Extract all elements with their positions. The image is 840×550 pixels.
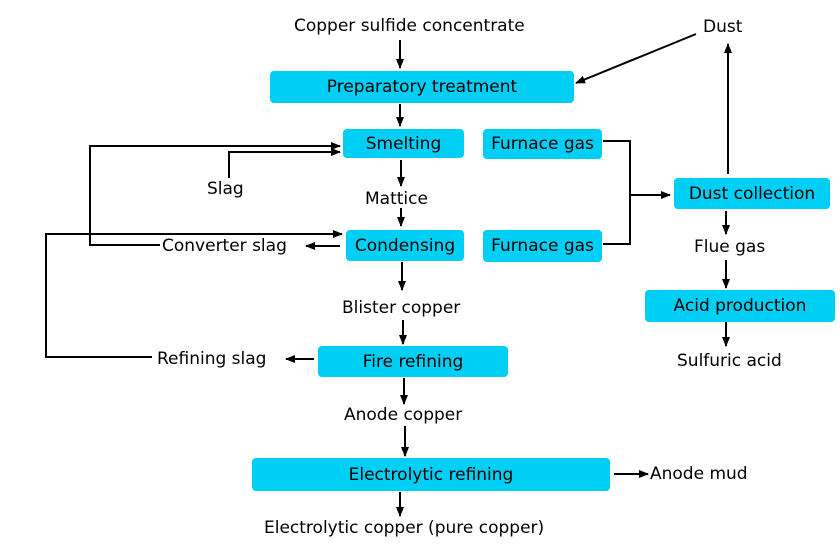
process-label: Furnace gas [491, 134, 594, 154]
process-acid-production: Acid production [645, 290, 835, 322]
arrow-refining-slag-to-condensing [45, 230, 343, 358]
material-sulfuric-acid: Sulfuric acid [677, 351, 782, 371]
material-slag: Slag [207, 179, 244, 199]
process-furnace-gas-smelting: Furnace gas [483, 129, 602, 159]
material-anode-copper: Anode copper [344, 405, 463, 425]
process-label: Condensing [354, 235, 456, 256]
arrow-converter-slag-to-smelting [89, 142, 341, 246]
material-anode-mud: Anode mud [650, 464, 748, 484]
process-label: Preparatory treatment [326, 77, 518, 97]
material-input: Copper sulfide concentrate [294, 16, 525, 36]
material-mattice: Mattice [365, 189, 428, 209]
process-smelting: Smelting [343, 129, 464, 158]
process-label: Electrolytic refining [348, 464, 514, 485]
material-dust: Dust [703, 17, 743, 37]
material-refining-slag: Refining slag [157, 349, 267, 369]
line-furnace-gas-1 [603, 140, 631, 245]
process-label: Fire refining [362, 351, 464, 372]
material-flue-gas: Flue gas [694, 237, 766, 257]
material-output: Electrolytic copper (pure copper) [264, 518, 545, 538]
process-dust-collection: Dust collection [674, 178, 830, 209]
arrow-dust-to-preparatory [575, 33, 697, 84]
material-converter-slag: Converter slag [162, 236, 287, 256]
process-label: Acid production [673, 296, 807, 316]
process-electrolytic-refining: Electrolytic refining [252, 458, 610, 491]
arrow-slag-to-smelting [228, 148, 341, 178]
process-label: Dust collection [688, 183, 816, 204]
process-preparatory-treatment: Preparatory treatment [270, 71, 574, 103]
process-label: Furnace gas [491, 236, 594, 256]
process-condensing: Condensing [346, 230, 464, 261]
process-fire-refining: Fire refining [318, 346, 508, 377]
process-label: Smelting [365, 133, 442, 154]
process-furnace-gas-condensing: Furnace gas [483, 230, 602, 262]
material-blister-copper: Blister copper [342, 298, 461, 318]
